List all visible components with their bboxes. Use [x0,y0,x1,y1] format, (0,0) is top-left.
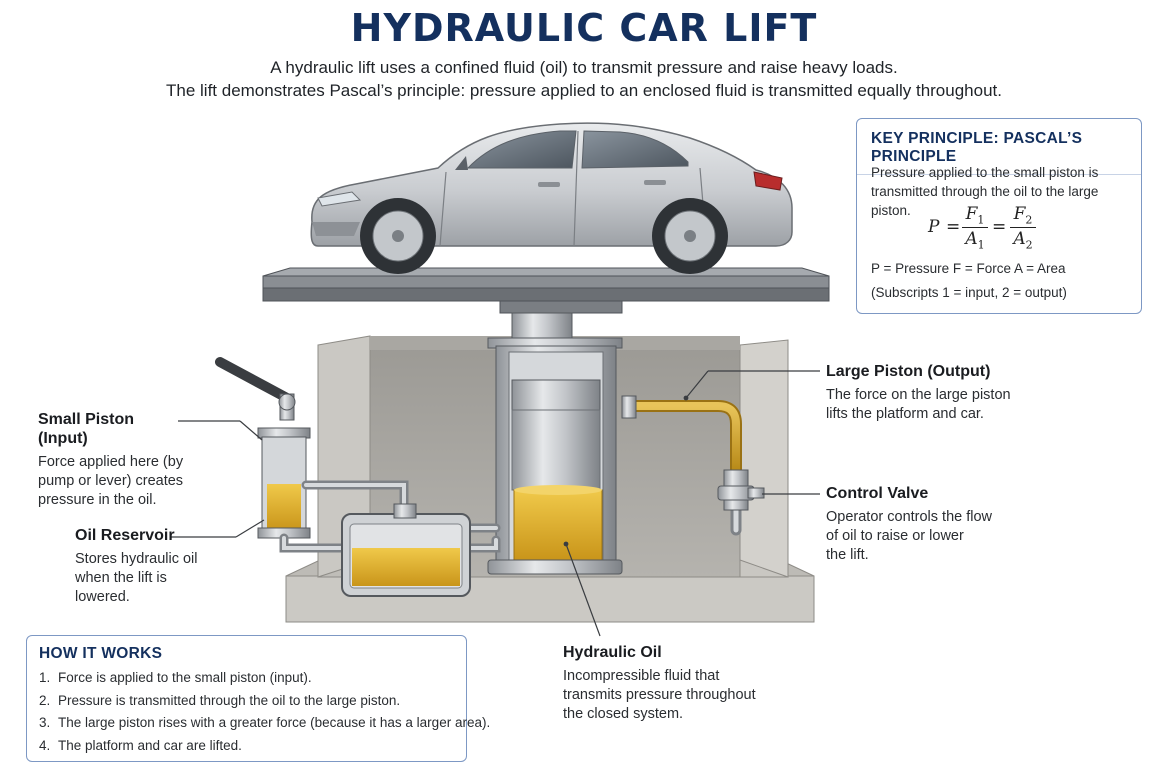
page-title: HYDRAULIC CAR LIFT [350,6,818,50]
car [310,122,793,274]
formula-eq-1: = [946,217,961,237]
label-control-valve-line-2: of oil to raise or lower [826,528,964,544]
formula-a2: A2 [1013,229,1033,252]
label-control-valve: Control Valve Operator controls the flow… [826,484,1016,565]
label-control-valve-title: Control Valve [826,485,929,502]
formula-fraction-1: F1 A1 [962,204,988,254]
label-large-piston-title: Large Piston (Output) [826,363,991,380]
formula-f1: F1 [965,204,985,227]
key-principle-title: KEY PRINCIPLE: PASCAL’S PRINCIPLE [857,119,1141,175]
how-it-works-title: HOW IT WORKS [39,645,163,662]
label-oil-reservoir-line-2: when the lift is [75,570,167,586]
label-oil-reservoir-title: Oil Reservoir [75,527,175,544]
label-hydraulic-oil-line-3: the closed system. [563,706,684,722]
how-step-2: 2.Pressure is transmitted through the oi… [39,692,401,708]
label-hydraulic-oil-title: Hydraulic Oil [563,644,662,661]
formula-a1: A1 [965,229,985,252]
label-hydraulic-oil-line-1: Incompressible fluid that [563,668,720,684]
formula-p: P [928,217,940,237]
label-small-piston-line-1: Force applied here (by [38,454,184,470]
how-step-3: 3.The large piston rises with a greater … [39,715,491,730]
control-valve [717,469,765,511]
subtitle-line-2: The lift demonstrates Pascal’s principle… [166,81,1002,100]
formula-legend: P = Pressure F = Force A = Area [871,261,1066,276]
key-principle-text-line-2: transmitted through the oil to the large… [871,184,1099,218]
label-control-valve-line-3: the lift. [826,547,869,563]
oil-reservoir [341,503,471,597]
formula-fraction-2: F2 A2 [1010,204,1036,254]
label-oil-reservoir-line-3: lowered. [75,589,130,605]
subtitle-line-1: A hydraulic lift uses a confined fluid (… [270,58,898,77]
label-small-piston-line-3: pressure in the oil. [38,492,157,508]
label-large-piston-line-1: The force on the large piston [826,387,1011,403]
lift-platform [262,267,830,314]
label-control-valve-line-1: Operator controls the flow [826,509,993,525]
formula-eq-2: = [992,217,1007,237]
label-hydraulic-oil-line-2: transmits pressure throughout [563,687,756,703]
large-cylinder [487,312,623,575]
formula-f2: F2 [1013,204,1033,227]
formula-bar-2 [1010,227,1036,229]
label-large-piston: Large Piston (Output) The force on the l… [826,362,1026,424]
label-small-piston-line-2: pump or lever) creates [38,473,184,489]
label-oil-reservoir: Oil Reservoir Stores hydraulic oil when … [75,526,205,607]
key-principle-text: Pressure applied to the small piston is … [871,163,1139,220]
leader-lines [170,370,820,637]
how-it-works-box: HOW IT WORKS 1.Force is applied to the s… [26,635,491,762]
how-step-1: 1.Force is applied to the small piston (… [39,670,312,685]
formula-subscripts: (Subscripts 1 = input, 2 = output) [871,285,1067,300]
small-piston-pump [215,357,311,539]
how-it-works-steps: 1.Force is applied to the small piston (… [27,665,491,759]
label-oil-reservoir-line-1: Stores hydraulic oil [75,551,198,567]
label-small-piston-title: Small Piston (Input) [38,411,135,447]
key-principle-box: KEY PRINCIPLE: PASCAL’S PRINCIPLE Pressu… [856,118,1142,314]
label-large-piston-line-2: lifts the platform and car. [826,406,984,422]
formula-bar-1 [962,227,988,229]
label-hydraulic-oil: Hydraulic Oil Incompressible fluid that … [563,643,763,724]
label-small-piston: Small Piston (Input) Force applied here … [38,410,188,510]
how-step-4: 4.The platform and car are lifted. [39,737,242,753]
key-principle-text-line-1: Pressure applied to the small piston is [871,165,1099,180]
